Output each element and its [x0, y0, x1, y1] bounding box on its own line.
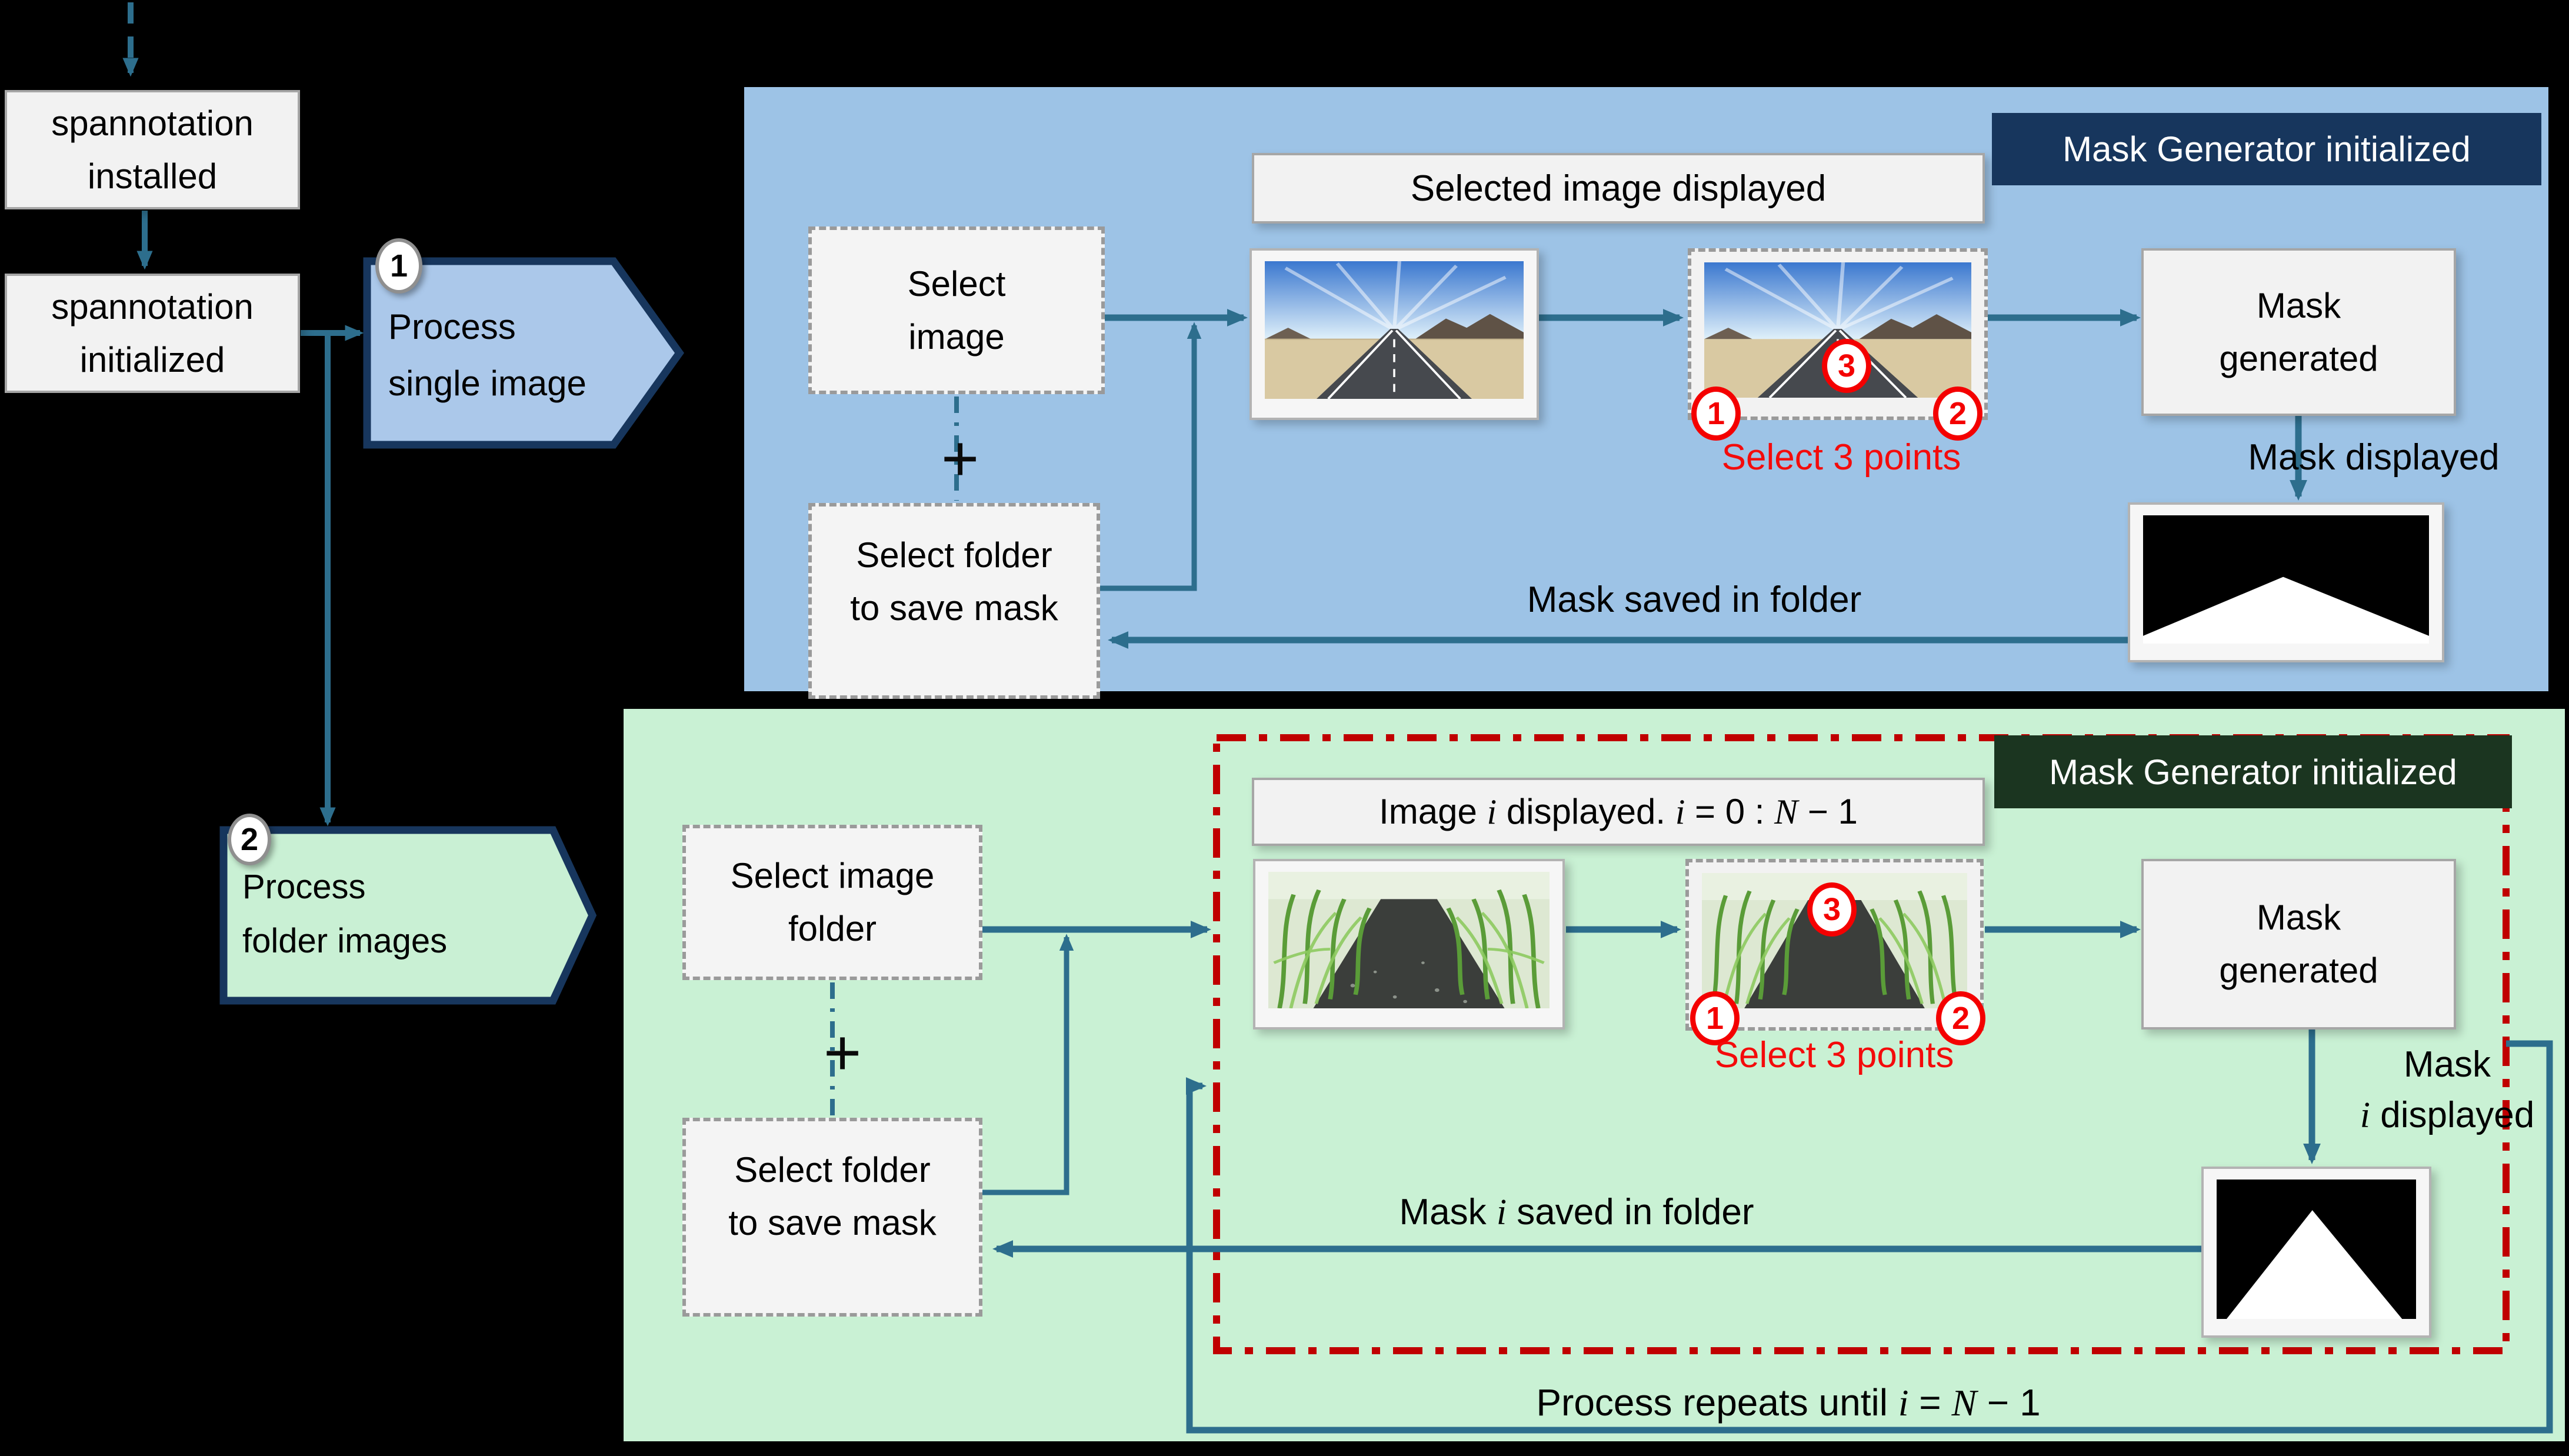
select-image-line1: Select [907, 264, 1006, 304]
mask-generated-node-blue: Mask generated [2141, 248, 2456, 416]
spannotation-installed-node: spannotation installed [5, 90, 300, 209]
mask-generated-line2-green: generated [2219, 951, 2378, 990]
point-2-marker[interactable]: 2 [1933, 387, 1982, 441]
crop-point-3-number: 3 [1822, 892, 1841, 927]
math-i: i [1487, 792, 1497, 831]
math-i: i [1496, 1192, 1507, 1232]
mask-saved-in-folder-text: Mask saved in folder [1527, 579, 1862, 620]
step1-badge: 1 [375, 238, 422, 294]
mask-generator-initialized-header-green: Mask Generator initialized [1994, 735, 2512, 808]
connector-mask-folder-join-flow [982, 934, 1074, 1195]
crop-photo [1268, 872, 1550, 1008]
select-folder-line2-green: to save mask [728, 1203, 937, 1242]
step1-badge-number: 1 [389, 248, 408, 284]
loop-repeat-connector [1185, 1040, 2553, 1434]
spannotation-installed-line1: spannotation [51, 103, 254, 143]
select-folder-line2-blue: to save mask [850, 588, 1058, 628]
image-i-displayed-label: Image i displayed. i = 0 : N − 1 [1252, 778, 1985, 846]
spannotation-installed-line2: installed [87, 156, 218, 196]
process-folder-images-shape[interactable] [219, 826, 597, 1005]
point-1-number: 1 [1707, 396, 1725, 431]
mask-i-displayed-line2: i displayed [2360, 1095, 2535, 1135]
spannotation-initialized-line2: initialized [79, 339, 225, 379]
crop-point-2-number: 2 [1951, 1001, 1970, 1036]
point-2-number: 2 [1948, 396, 1967, 431]
crop-point-1-marker[interactable]: 1 [1690, 991, 1740, 1045]
image-i-displayed-text: Image i displayed. i = 0 : N − 1 [1379, 792, 1858, 831]
math-n: N [1951, 1381, 1977, 1424]
mask-displayed-text: Mask displayed [2248, 437, 2500, 478]
select-folder-node-green[interactable]: Select folder to save mask [682, 1118, 982, 1317]
step2-badge-number: 2 [240, 822, 259, 857]
mask-i-saved-text: Mask i saved in folder [1399, 1192, 1754, 1232]
plus-sign-green: + [824, 1015, 861, 1090]
select-3-points-text-green: Select 3 points [1714, 1034, 1954, 1075]
step2-label-line1: Process [242, 868, 366, 906]
crop-photo-frame [1253, 859, 1565, 1029]
mask-generator-initialized-text-blue: Mask Generator initialized [2062, 129, 2471, 169]
plus-sign-blue: + [941, 421, 979, 496]
crop-point-2-marker[interactable]: 2 [1936, 991, 1985, 1045]
mask-thumbnail-frame-blue [2128, 502, 2444, 662]
process-single-image-shape[interactable] [363, 257, 685, 449]
point-3-number: 3 [1837, 348, 1856, 384]
step2-label-line2: folder images [242, 922, 448, 960]
road-photo-points-frame[interactable]: 1 2 3 [1688, 248, 1988, 441]
select-image-folder-line2: folder [788, 909, 877, 948]
mask-generated-line1-blue: Mask [2256, 285, 2341, 325]
crop-point-1-number: 1 [1705, 1001, 1724, 1036]
process-repeats-text: Process repeats until i = N − 1 [1536, 1381, 2041, 1424]
mask-generated-line1-green: Mask [2256, 898, 2341, 937]
mask-i-saved-label: Mask i saved in folder [1282, 1192, 1871, 1233]
step1-label-line1: Process [388, 307, 516, 346]
crop-photo-points-frame[interactable]: 1 2 3 [1685, 859, 1985, 1045]
mask-generator-initialized-header-blue: Mask Generator initialized [1992, 113, 2541, 185]
select-image-line2: image [908, 316, 1005, 356]
mask-i-displayed-label: Mask i displayed [2327, 1040, 2568, 1140]
mask-thumbnail-green [2217, 1180, 2416, 1319]
step1-label-line2: single image [388, 364, 587, 403]
mask-thumbnail-blue [2143, 515, 2429, 644]
mask-generator-initialized-text-green: Mask Generator initialized [2049, 752, 2457, 792]
mask-saved-in-folder-label: Mask saved in folder [1371, 579, 2018, 620]
spannotation-initialized-node: spannotation initialized [5, 274, 300, 393]
plus-glyph-blue: + [941, 422, 979, 495]
select-folder-line1-green: Select folder [734, 1150, 931, 1190]
select-3-points-text-blue: Select 3 points [1721, 437, 1961, 478]
step2-label: Process folder images [242, 860, 560, 968]
plus-glyph-green: + [824, 1017, 862, 1089]
select-image-folder-node[interactable]: Select image folder [682, 825, 982, 980]
selected-image-displayed-label: Selected image displayed [1252, 153, 1985, 224]
select-3-points-label-green: Select 3 points [1681, 1034, 1987, 1075]
step1-label: Process single image [388, 299, 665, 412]
selected-image-displayed-text: Selected image displayed [1410, 168, 1827, 209]
step2-badge: 2 [228, 814, 271, 865]
mask-generated-line2-blue: generated [2219, 338, 2378, 378]
spannotation-initialized-line1: spannotation [51, 286, 254, 326]
select-folder-node-blue[interactable]: Select folder to save mask [808, 503, 1100, 699]
point-1-marker[interactable]: 1 [1691, 387, 1741, 441]
select-3-points-label-blue: Select 3 points [1688, 437, 1994, 478]
math-n: N [1774, 792, 1798, 831]
select-image-node[interactable]: Select image [808, 226, 1105, 394]
mask-displayed-label: Mask displayed [2206, 437, 2541, 478]
point-3-marker[interactable]: 3 [1822, 339, 1871, 393]
mask-i-displayed-line1: Mask [2403, 1044, 2491, 1085]
math-i: i [1675, 792, 1685, 831]
mask-generated-node-green: Mask generated [2141, 859, 2456, 1029]
process-repeats-label: Process repeats until i = N − 1 [1377, 1381, 2200, 1424]
road-photo-frame [1249, 248, 1539, 420]
connector-folder-join-flow [1100, 322, 1202, 591]
math-i: i [2360, 1095, 2371, 1135]
road-photo [1265, 261, 1524, 399]
select-image-folder-line1: Select image [730, 856, 935, 895]
math-i: i [1898, 1381, 1909, 1424]
select-folder-line1-blue: Select folder [856, 535, 1052, 575]
mask-thumbnail-frame-green [2201, 1167, 2431, 1338]
crop-point-3-marker[interactable]: 3 [1807, 882, 1857, 937]
